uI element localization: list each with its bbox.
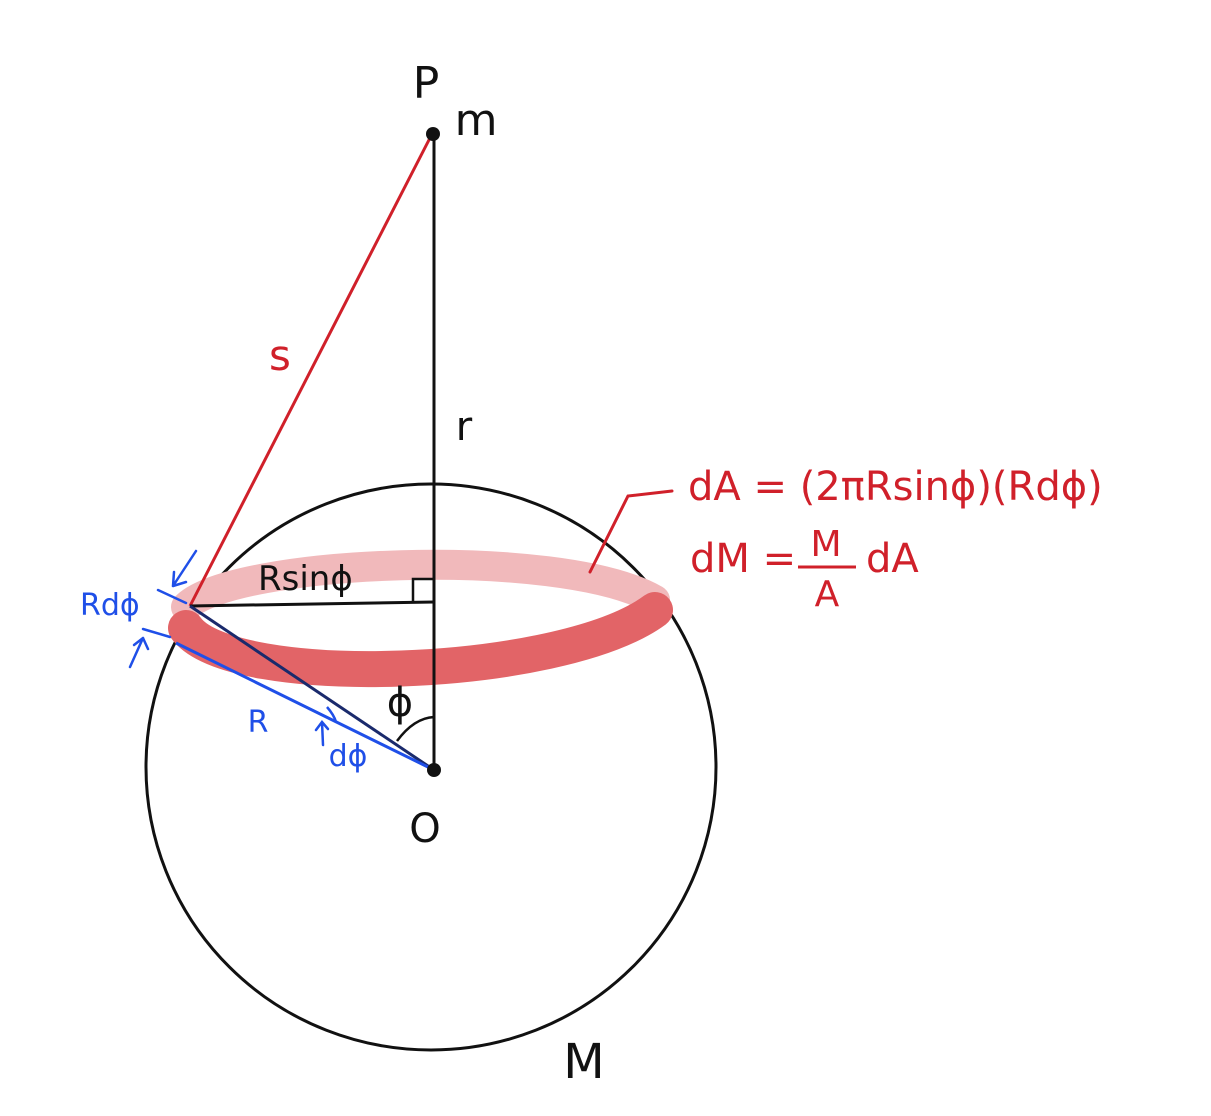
rdphi-arrow-bottom xyxy=(128,636,150,669)
equation-mass-denominator: A xyxy=(815,574,840,615)
radius-r xyxy=(175,641,435,772)
dphi-arc xyxy=(326,706,338,723)
line-s xyxy=(188,133,434,607)
label-phi: ϕ xyxy=(387,680,413,726)
radius-to-ring xyxy=(189,604,435,772)
label-p: P xyxy=(413,58,440,109)
rdphi-tick-bottom xyxy=(141,627,172,639)
line-rsinphi xyxy=(189,600,435,608)
equation-mass-lhs: dM = xyxy=(690,536,796,582)
phi-arc xyxy=(395,715,435,742)
dphi-arrow xyxy=(314,720,330,747)
equation-leader-line xyxy=(588,489,674,574)
label-big-r: R xyxy=(248,705,269,740)
point-o-dot xyxy=(427,763,441,777)
label-s: s xyxy=(269,331,291,380)
equation-area-element: dA = (2πRsinϕ)(Rdϕ) xyxy=(688,464,1103,510)
label-o: O xyxy=(409,806,440,852)
label-big-m: M xyxy=(563,1034,604,1090)
point-p-dot xyxy=(426,127,440,141)
label-rsinphi: Rsinϕ xyxy=(258,559,353,599)
label-dphi: dϕ xyxy=(329,739,368,774)
equation-mass-rhs: dA xyxy=(866,536,919,582)
ring-band-back xyxy=(171,549,670,622)
rdphi-arrow-top xyxy=(171,549,198,588)
label-rdphi: Rdϕ xyxy=(80,588,140,623)
rdphi-tick-top xyxy=(156,588,188,605)
sphere-outline xyxy=(144,482,718,1052)
label-r: r xyxy=(456,404,473,450)
label-m-small: m xyxy=(455,95,498,146)
ring-band-front xyxy=(168,592,673,688)
right-angle-marker xyxy=(411,577,434,602)
equation-mass-numerator: M xyxy=(810,524,841,565)
